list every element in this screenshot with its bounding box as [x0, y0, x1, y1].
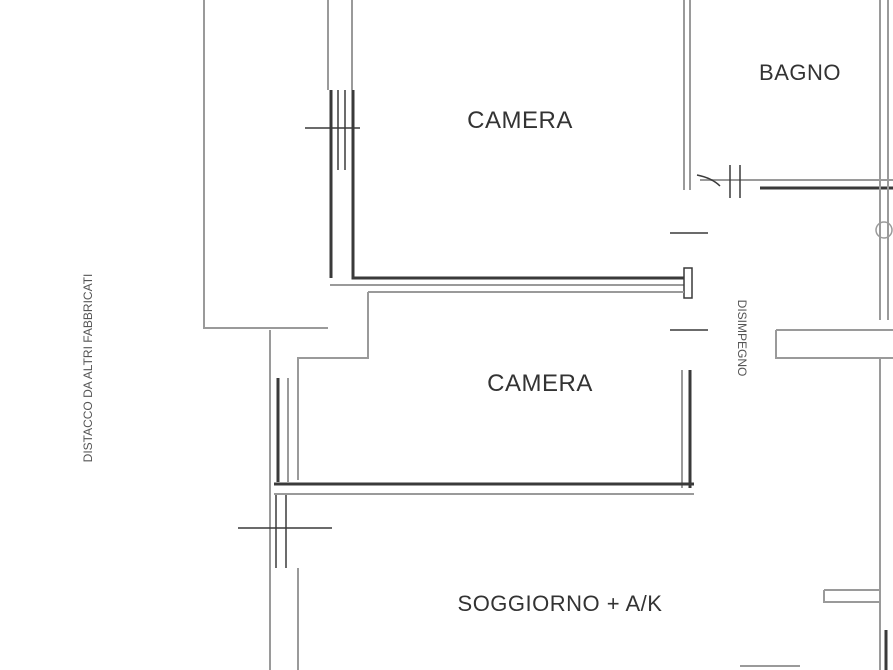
label-camera-top: CAMERA — [467, 107, 573, 134]
label-camera-mid: CAMERA — [487, 370, 593, 397]
side-text-distacco: DISTACCO DA ALTRI FABBRICATI — [81, 274, 95, 463]
bagno-door — [696, 165, 893, 239]
soggiorno-walls — [297, 329, 893, 670]
disimpegno-door-marks — [670, 232, 708, 331]
label-disimpegno: DISIMPEGNO — [735, 300, 749, 377]
balcony-outline — [203, 0, 353, 329]
camera-mid-walls — [269, 291, 692, 670]
window-soggiorno — [238, 495, 332, 568]
soggiorno-top-wall — [274, 482, 694, 495]
label-soggiorno: SOGGIORNO + A/K — [458, 591, 663, 616]
label-bagno: BAGNO — [759, 60, 841, 85]
camera-top-walls — [329, 0, 691, 286]
window-camera-top — [305, 90, 360, 170]
bagno-walls — [700, 0, 893, 320]
